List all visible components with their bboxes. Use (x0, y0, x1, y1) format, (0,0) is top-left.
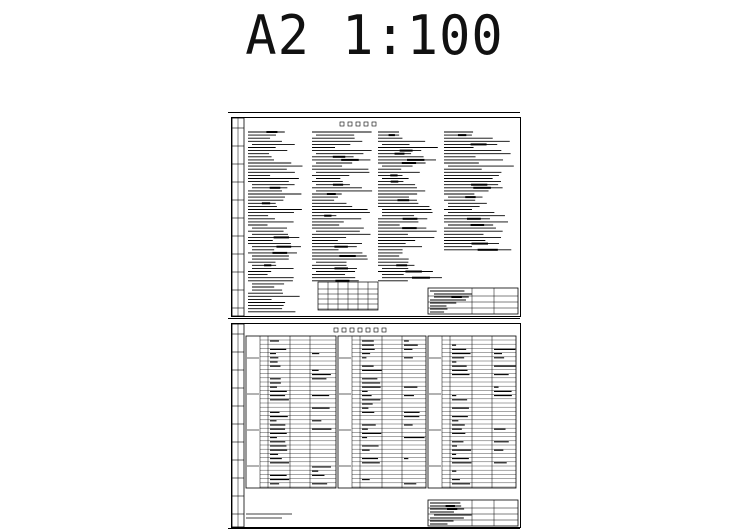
note-text-line (470, 143, 487, 146)
note-text-line (471, 183, 488, 186)
note-text-line (397, 199, 410, 202)
note-text-line (471, 242, 488, 245)
note-text-line (332, 183, 344, 186)
title-block (427, 499, 519, 527)
sheet-design-notes (231, 117, 521, 317)
note-text-line (272, 251, 288, 254)
note-text-line (341, 158, 359, 161)
drawing-scale-title: A2 1:100 (245, 4, 504, 68)
note-text-line (326, 193, 336, 195)
note-text-line (396, 264, 408, 267)
title-block-text (445, 505, 455, 507)
note-text-line (266, 131, 278, 133)
sheet-title-glyph (381, 327, 387, 333)
sheet-title-glyph (357, 327, 363, 333)
title-block (427, 287, 519, 315)
note-text-line (401, 162, 417, 164)
sheet-title-glyph (373, 327, 379, 333)
finishes-table (245, 335, 337, 489)
sheet-title-glyph (349, 327, 355, 333)
finishes-table-drawing (232, 324, 519, 527)
note-text-line (402, 217, 418, 220)
note-text-line (473, 186, 491, 189)
middle-border-line (228, 318, 520, 319)
note-text-line (407, 158, 425, 161)
note-text-line (466, 217, 481, 220)
title-block-text (451, 296, 462, 298)
sheet-title-glyph (341, 327, 347, 333)
sheet-title-glyph (339, 121, 345, 127)
note-text-line (261, 202, 271, 205)
note-text-line (390, 174, 398, 177)
left-margin-strip (232, 324, 245, 527)
note-text-line (332, 155, 346, 158)
note-text-line (264, 264, 272, 267)
note-text-line (388, 134, 395, 137)
note-text-line (339, 255, 356, 257)
note-text-line (390, 180, 399, 183)
note-text-line (273, 236, 290, 239)
sheet-title-glyph (363, 121, 369, 127)
note-text-line (394, 152, 405, 155)
note-text-line (399, 149, 413, 152)
design-notes-drawing (232, 118, 519, 316)
note-text-line (411, 276, 430, 279)
note-text-line (457, 134, 467, 137)
note-text-line (334, 267, 348, 270)
note-text-line (405, 270, 422, 273)
note-text-line (477, 248, 498, 251)
sheet-finishes-table (231, 323, 521, 528)
sheet-title-glyph (333, 327, 339, 333)
note-text-line (269, 186, 281, 189)
sheet-title-glyph (365, 327, 371, 333)
left-margin-strip (232, 118, 245, 316)
sheet-title-glyph (371, 121, 377, 127)
title-block-text (447, 508, 458, 510)
note-text-line (276, 245, 292, 248)
note-text-line (324, 214, 332, 217)
sheet-title-glyph (347, 121, 353, 127)
bottom-border-line (228, 528, 520, 529)
top-border-line (228, 112, 520, 113)
note-text-line (402, 227, 417, 230)
note-text-line (465, 196, 476, 199)
note-text-line (470, 224, 485, 226)
note-text-line (334, 245, 348, 248)
note-text-line (335, 279, 350, 282)
sheet-title-glyph (355, 121, 361, 127)
